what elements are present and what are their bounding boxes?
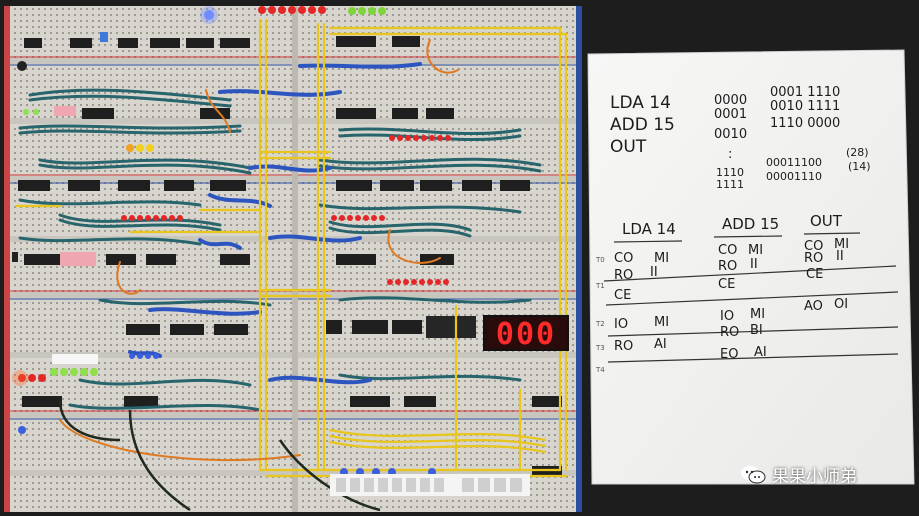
program-addr-1: 0001 — [714, 107, 747, 122]
lda-t1-a: RO — [614, 268, 633, 283]
program-addr-0: 0000 — [714, 93, 747, 108]
lda-t0-b: MI — [654, 251, 669, 266]
watermark: 果果小师弟 — [740, 462, 857, 487]
add-t4-a: EO — [720, 347, 738, 362]
out-t1-a: RO — [804, 251, 823, 266]
step-label-t3: T3 — [595, 344, 605, 352]
dark-wires — [58, 399, 381, 512]
program-ellipsis: : — [728, 147, 732, 162]
lda-t0-a: CO — [614, 251, 633, 266]
paper-sheet — [587, 49, 915, 485]
add-t2-a: IO — [720, 309, 734, 324]
data-note-1: (14) — [848, 160, 871, 173]
blue-wires — [128, 62, 422, 385]
lda-t3-b: AI — [654, 337, 667, 352]
lda-t2-a: IO — [614, 317, 628, 332]
program-addr-2: 0010 — [714, 127, 747, 142]
watermark-text: 果果小师弟 — [772, 467, 857, 487]
add-t1-b: II — [750, 257, 758, 272]
lda-t1-c: CE — [614, 288, 631, 303]
data-code-0: 00011100 — [766, 156, 822, 169]
lda-t3-a: RO — [614, 339, 633, 354]
dip-switches — [12, 32, 530, 496]
data-code-1: 00001110 — [766, 170, 822, 183]
ic-chips — [18, 36, 562, 477]
add-t1-a: RO — [718, 259, 737, 274]
program-instr-0: LDA 14 — [610, 93, 671, 113]
display-digits: 000 — [496, 317, 556, 352]
step-label-t4: T4 — [595, 366, 605, 374]
lda-t2-b: MI — [654, 315, 669, 330]
data-addr-0: 1110 — [716, 166, 744, 179]
add-t0-b: MI — [748, 243, 763, 258]
out-t1-c: CE — [806, 267, 823, 282]
out-t0-a: CO — [804, 239, 823, 254]
led-clusters — [12, 109, 451, 476]
add-t0-a: CO — [718, 243, 737, 258]
add-t1-c: CE — [718, 277, 735, 292]
step-label-t0: T0 — [595, 256, 605, 264]
program-code-2: 1110 0000 — [770, 116, 840, 131]
orange-wires — [59, 39, 459, 462]
lda-t1-b: II — [650, 265, 658, 280]
data-note-0: (28) — [846, 146, 869, 159]
yellow-wires — [14, 18, 568, 478]
out-t1-b: II — [836, 249, 844, 264]
step-label-t1: T1 — [595, 282, 605, 290]
out-t2-a: AO — [804, 299, 823, 314]
add-t3-a: RO — [720, 325, 739, 340]
teal-wires — [18, 88, 542, 412]
microcode-table: LDA 14 ADD 15 OUT T0 T1 T2 T3 T4 CO MI R… — [595, 212, 899, 374]
data-addr-1: 1111 — [716, 178, 744, 191]
column-header-lda: LDA 14 — [622, 220, 676, 238]
program-instr-2: OUT — [610, 137, 647, 157]
step-label-t2: T2 — [595, 320, 605, 328]
program-code-1: 0010 1111 — [770, 99, 840, 114]
program-listing: LDA 14 ADD 15 OUT 0000 0001 0010 0001 11… — [610, 85, 871, 191]
out-t0-b: MI — [834, 237, 849, 252]
program-code-0: 0001 1110 — [770, 85, 840, 100]
column-header-add: ADD 15 — [722, 215, 779, 233]
led-row-top — [200, 6, 386, 24]
out-t2-b: OI — [834, 297, 848, 312]
column-header-out: OUT — [810, 212, 843, 230]
add-t2-b: MI — [750, 307, 765, 322]
chat-bubble-icon — [740, 464, 766, 486]
add-t3-b: BI — [750, 323, 763, 338]
program-instr-1: ADD 15 — [610, 115, 675, 135]
seven-segment-display: 000 — [483, 315, 569, 352]
add-t4-b: AI — [754, 345, 767, 360]
